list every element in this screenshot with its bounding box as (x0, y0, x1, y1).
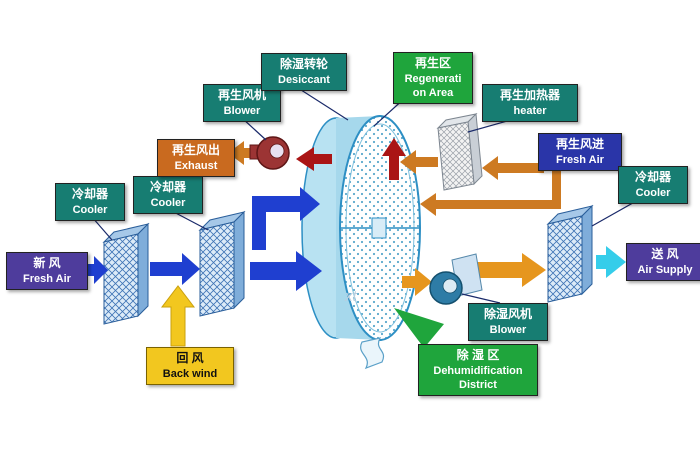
label-cooler-right-en: Cooler (635, 186, 671, 199)
label-desiccant: 除湿转轮 Desiccant (261, 53, 347, 91)
process-air-arrows (80, 187, 322, 291)
label-fresh-air-in-zh: 新 风 (33, 256, 61, 270)
fan-to-cooler-arrow (464, 253, 546, 287)
dehumid-district-pointer (394, 308, 444, 348)
label-cooler-mid-zh: 冷却器 (149, 180, 186, 194)
cooler-mid-box (198, 210, 246, 317)
fresh-air-arrow (80, 256, 108, 284)
inlet-to-heater-arrow (482, 156, 544, 180)
label-dehumid-blower: 除湿风机 Blower (468, 303, 548, 341)
label-exhaust-en: Exhaust (174, 159, 218, 172)
regen-up-arrow (382, 138, 406, 180)
label-dehumid-district-zh: 除 湿 区 (456, 348, 500, 362)
label-cooler-left-en: Cooler (72, 203, 108, 216)
label-dehumid-district-en2: District (459, 378, 497, 391)
heater-box (436, 112, 483, 191)
cooler1-to-cooler2-arrow (150, 253, 200, 285)
label-air-supply: 送 风 Air Supply (626, 243, 700, 281)
regen-inlet-to-wheel-arrow (420, 193, 561, 216)
label-regen-blower-en: Blower (223, 104, 261, 117)
label-regen-area-en1: Regenerati (404, 72, 462, 85)
label-heater: 再生加热器 heater (482, 84, 578, 122)
label-cooler-mid-en: Cooler (150, 196, 186, 209)
cooler2-to-wheel-arrow (250, 251, 322, 291)
label-cooler-left: 冷却器 Cooler (55, 183, 125, 221)
label-regen-area-en2: on Area (412, 86, 454, 99)
label-desiccant-zh: 除湿转轮 (279, 57, 328, 71)
label-regen-blower-zh: 再生风机 (217, 88, 266, 102)
wheel-to-regen-fan-arrow (296, 147, 332, 171)
label-regen-fresh-air: 再生风进 Fresh Air (538, 133, 622, 171)
heater-to-wheel-arrow (400, 150, 438, 174)
label-regen-fresh-air-zh: 再生风进 (555, 137, 604, 151)
label-air-supply-en: Air Supply (637, 263, 693, 276)
air-supply-arrow (596, 246, 626, 278)
label-air-supply-zh: 送 风 (651, 247, 679, 261)
label-back-wind: 回 风 Back wind (146, 347, 234, 385)
label-fresh-air-in: 新 风 Fresh Air (6, 252, 88, 290)
label-regen-area-zh: 再生区 (414, 56, 451, 70)
label-desiccant-en: Desiccant (278, 73, 330, 86)
label-dehumid-district-en1: Dehumidification (433, 364, 523, 377)
label-regen-area: 再生区 Regenerati on Area (393, 52, 473, 105)
wheel-to-dehumid-fan-arrow (402, 268, 432, 296)
regen-inlet-duct-vertical (552, 167, 561, 209)
label-heater-zh: 再生加热器 (499, 88, 560, 102)
label-dehumid-blower-en: Blower (489, 323, 527, 336)
watermark-text: xt (345, 288, 357, 305)
cooler-left-box (102, 222, 150, 325)
supply-air-arrows (402, 253, 546, 296)
wheel-seal-sheet (360, 337, 384, 370)
regen-air-arrows (228, 141, 561, 216)
label-cooler-right: 冷却器 Cooler (618, 166, 688, 204)
wheel-hub (371, 217, 387, 239)
label-exhaust-zh: 再生风出 (171, 143, 220, 157)
regen-fan (249, 136, 290, 170)
label-cooler-mid: 冷却器 Cooler (133, 176, 203, 214)
bypass-up-arrow (252, 187, 320, 250)
label-exhaust: 再生风出 Exhaust (157, 139, 235, 177)
label-heater-en: heater (513, 104, 547, 117)
label-back-wind-en: Back wind (162, 367, 218, 380)
fan-to-exhaust-arrow (228, 141, 256, 165)
desiccant-wheel (301, 115, 421, 341)
label-dehumid-blower-zh: 除湿风机 (483, 307, 532, 321)
label-regen-fresh-air-en: Fresh Air (556, 153, 604, 166)
label-back-wind-zh: 回 风 (176, 351, 204, 365)
back-wind-arrow (160, 285, 196, 347)
label-cooler-right-zh: 冷却器 (634, 170, 671, 184)
dehumid-fan (429, 253, 483, 305)
label-dehumid-district: 除 湿 区 Dehumidification District (418, 344, 538, 397)
cooler-right-box (546, 204, 594, 303)
label-cooler-left-zh: 冷却器 (71, 187, 108, 201)
label-fresh-air-in-en: Fresh Air (23, 272, 71, 285)
